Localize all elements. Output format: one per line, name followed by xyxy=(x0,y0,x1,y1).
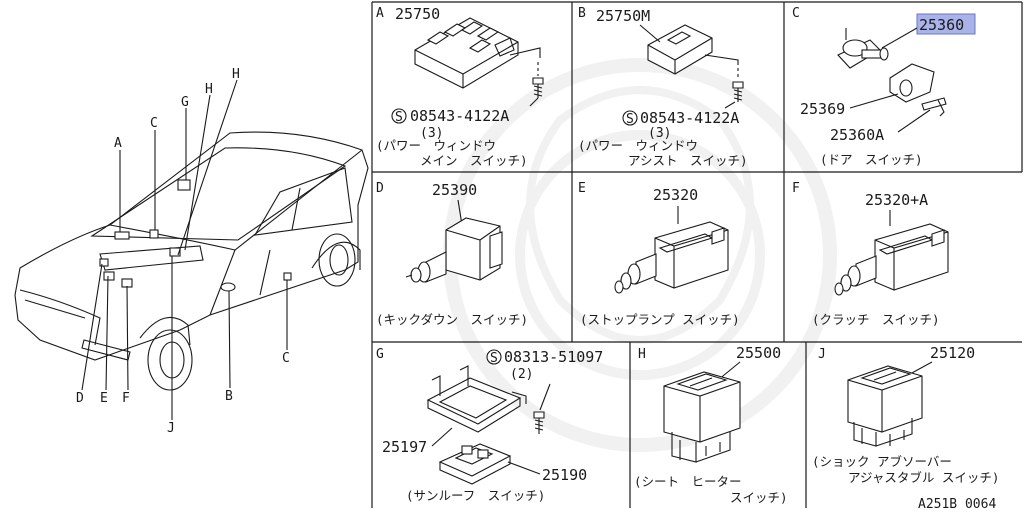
callout-a: A xyxy=(114,136,122,151)
panel-d-letter: D xyxy=(376,181,384,196)
panel-g-caption: (サンルーフ スイッチ) xyxy=(406,488,545,503)
panel-c-caption: (ドア スイッチ) xyxy=(820,152,923,167)
panel-g-part-number-2: 25190 xyxy=(542,466,587,484)
panel-f-letter: F xyxy=(792,181,800,196)
panel-b-s-mark: S xyxy=(626,112,634,127)
panel-g-screw-number: 08313-51097 xyxy=(504,348,603,366)
highlighted-part-marker xyxy=(916,13,976,35)
kickdown-switch-drawing xyxy=(405,217,503,283)
panel-b-screw-symbol xyxy=(622,110,638,126)
panel-d-part-number: 25390 xyxy=(432,181,477,199)
figure-code: A251B 0064 xyxy=(918,497,996,511)
panel-c-part-number-3: 25360A xyxy=(830,126,884,144)
car-callout-letters: A C G H H D E F J B C xyxy=(76,67,290,436)
panel-a-part-number: 25750 xyxy=(395,5,440,23)
clutch-switch-drawing xyxy=(834,223,949,296)
power-window-main-switch-drawing xyxy=(414,17,544,98)
panel-h: H 25500 (シート ヒーター スイッチ) xyxy=(634,344,788,505)
panel-g-letter: G xyxy=(376,347,384,362)
panel-a-letter: A xyxy=(376,6,384,21)
panel-g-screw-symbol xyxy=(486,349,502,365)
panel-e-part-number: 25320 xyxy=(653,186,698,204)
panel-g-s-mark: S xyxy=(490,351,498,366)
panel-j-letter: J xyxy=(818,347,826,362)
panel-h-caption-line2: スイッチ) xyxy=(730,490,788,505)
panel-d-caption: (キックダウン スイッチ) xyxy=(376,312,528,327)
rear-wheel xyxy=(311,233,361,287)
callout-h2: H xyxy=(232,67,240,82)
panel-h-caption-line1: (シート ヒーター xyxy=(634,474,742,489)
car-illustration: A C G H H D E F J B C xyxy=(14,67,369,436)
seat-heater-switch-drawing xyxy=(663,371,741,463)
callout-g: G xyxy=(181,95,189,110)
shock-absorber-adjustable-switch-drawing xyxy=(847,365,923,447)
callout-f: F xyxy=(122,391,130,406)
panel-b-screw-qty: (3) xyxy=(648,126,671,141)
callout-j: J xyxy=(167,421,175,436)
panel-b-part-number: 25750M xyxy=(596,7,650,25)
panel-f: F 25320+A (クラッチ スイッチ) xyxy=(792,181,949,327)
callout-d: D xyxy=(76,391,84,406)
panel-b-caption-line2: アシスト スイッチ) xyxy=(628,153,748,168)
callout-c-rear: C xyxy=(282,351,290,366)
panel-e: E 25320 (ストップランプ スイッチ) xyxy=(578,181,740,327)
panel-j-part-number: 25120 xyxy=(930,344,975,362)
panel-h-letter: H xyxy=(638,347,646,362)
callout-e: E xyxy=(100,391,108,406)
sunroof-switch-drawing xyxy=(426,365,545,485)
panel-j-caption-line2: アジャスタブル スイッチ) xyxy=(848,470,999,485)
panel-b-letter: B xyxy=(578,6,586,21)
panel-f-caption: (クラッチ スイッチ) xyxy=(812,312,940,327)
panel-grid xyxy=(371,1,1023,508)
panel-g-screw-qty: (2) xyxy=(510,367,533,382)
panel-d: D 25390 (キックダウン スイッチ) xyxy=(376,181,528,327)
panel-j: J 25120 (ショック アブソーバー アジャスタブル スイッチ) xyxy=(812,344,999,485)
panel-b-screw-number: 08543-4122A xyxy=(640,109,739,127)
car-leader-lines xyxy=(81,79,288,420)
panel-h-part-number: 25500 xyxy=(736,344,781,362)
panel-a-s-mark: S xyxy=(395,110,403,125)
power-window-assist-switch-drawing xyxy=(639,24,744,102)
stop-lamp-switch-drawing xyxy=(614,221,729,294)
panel-a-screw-number: 08543-4122A xyxy=(410,107,509,125)
panel-c-part-number: 25360 xyxy=(919,16,964,34)
panel-a: A 25750 S 08543-4122A (3) (パワー ウィンドウ メイン… xyxy=(376,5,544,168)
switch-markers xyxy=(99,179,292,292)
callout-b: B xyxy=(225,389,233,404)
panel-e-letter: E xyxy=(578,181,586,196)
panel-b: B 25750M S 08543-4122A (3) (パワー ウィンドウ アシ… xyxy=(578,6,748,168)
panel-b-caption-line1: (パワー ウィンドウ xyxy=(578,138,698,153)
panel-f-part-number: 25320+A xyxy=(865,191,928,209)
panel-c-part-number-2: 25369 xyxy=(800,100,845,118)
door-switch-drawing xyxy=(837,28,947,117)
panel-g-part-number: 25197 xyxy=(382,438,427,456)
panel-a-screw-symbol xyxy=(391,108,407,124)
panel-g: G S 08313-51097 (2) 25197 25190 (サンルーフ ス… xyxy=(376,347,603,503)
panel-e-caption: (ストップランプ スイッチ) xyxy=(580,312,740,327)
panel-j-caption-line1: (ショック アブソーバー xyxy=(812,454,952,469)
panel-a-screw-qty: (3) xyxy=(420,126,443,141)
panel-a-caption-line2: メイン スイッチ) xyxy=(420,153,528,168)
panel-a-caption-line1: (パワー ウィンドウ xyxy=(376,138,496,153)
panel-c-letter: C xyxy=(792,6,800,21)
callout-c: C xyxy=(150,116,158,131)
callout-h: H xyxy=(205,82,213,97)
panel-c: C 25360 25369 25360A (ドア スイッチ) xyxy=(792,6,976,167)
